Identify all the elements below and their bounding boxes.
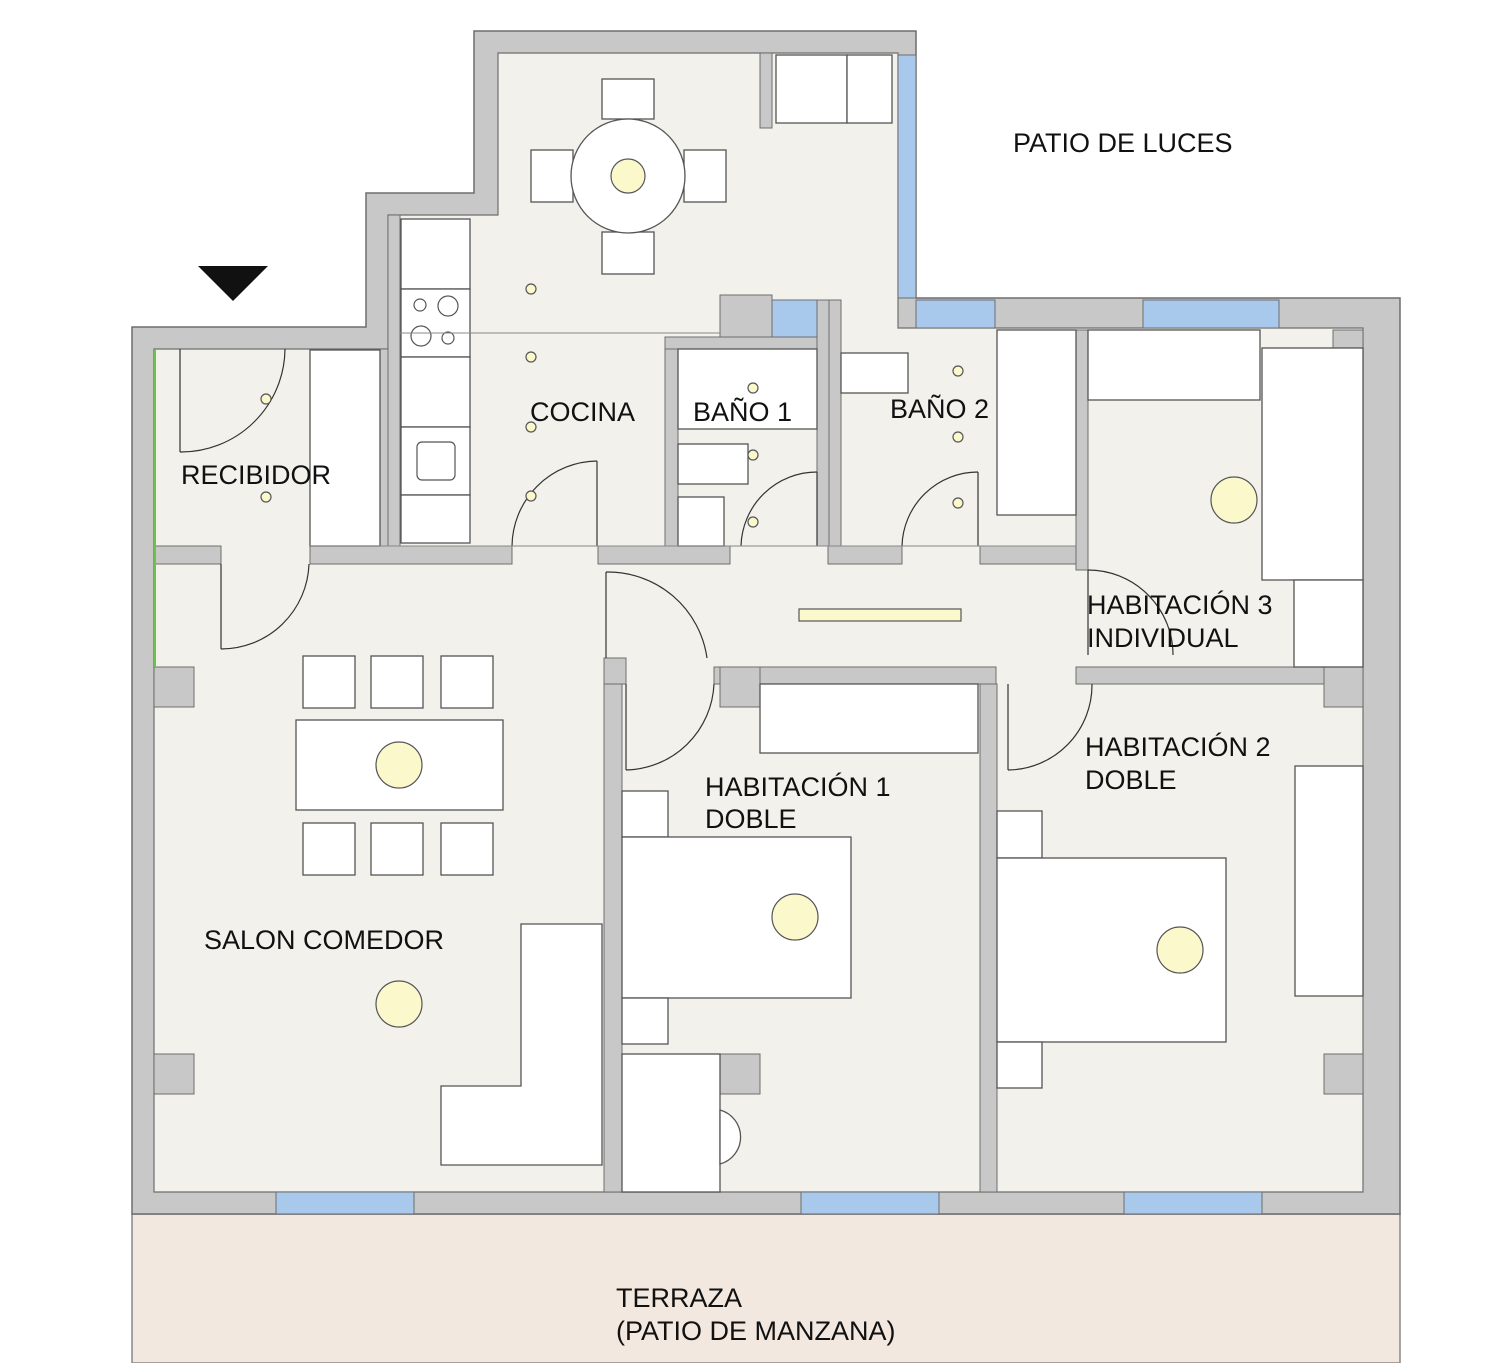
toilet (677, 496, 725, 547)
label-cocina: COCINA (530, 397, 635, 427)
label-hab3-type: INDIVIDUAL (1087, 623, 1239, 653)
window-hab1 (800, 1191, 940, 1215)
chair (302, 655, 356, 709)
window-patio-east (897, 54, 917, 299)
kitchen-counter (400, 356, 471, 428)
label-hab3-name: HABITACIÓN 3 (1087, 589, 1273, 620)
chair (601, 78, 655, 120)
nightstand (996, 810, 1043, 859)
desk (1293, 579, 1364, 668)
washbasin (677, 443, 749, 485)
desk (621, 1053, 721, 1193)
label-terraza: TERRAZA (616, 1283, 742, 1313)
label-hab1-type: DOBLE (705, 804, 797, 834)
chair (601, 231, 655, 275)
kitchen-counter (400, 218, 471, 290)
window-hab2 (1123, 1191, 1263, 1215)
ceiling-light-icon (952, 497, 964, 509)
doors (179, 348, 1174, 771)
nightstand (621, 790, 669, 838)
terrace-area (131, 1213, 1401, 1363)
ceiling-light-icon (771, 893, 819, 941)
ceiling-light-icon (375, 980, 423, 1028)
label-bano1: BAÑO 1 (693, 396, 792, 427)
kitchen-sink (400, 426, 471, 496)
wardrobe (1294, 765, 1364, 997)
nightstand (621, 997, 669, 1045)
chair (440, 655, 494, 709)
entrance-arrow-icon (198, 266, 268, 301)
wardrobe (1261, 347, 1364, 581)
cabinet (846, 54, 893, 124)
divider-lines (310, 332, 1076, 547)
label-terraza-sub: (PATIO DE MANZANA) (616, 1316, 896, 1346)
wardrobe (309, 349, 381, 547)
ceiling-light-icon (1156, 926, 1204, 974)
lights (260, 158, 1258, 1028)
chair (370, 655, 424, 709)
label-hab2-type: DOBLE (1085, 765, 1177, 795)
chair (440, 822, 494, 876)
bathtub (996, 329, 1077, 516)
label-salon: SALON COMEDOR (204, 925, 444, 955)
chair (683, 149, 727, 203)
ceiling-light-icon (260, 491, 272, 503)
ceiling-light-icon (525, 421, 537, 433)
sofa (440, 923, 603, 1166)
bed-single (1087, 329, 1261, 401)
kitchen-details (410, 295, 459, 481)
ceiling-light-icon (610, 158, 646, 194)
interior-walls (153, 52, 1364, 1193)
label-bano2: BAÑO 2 (890, 393, 989, 424)
chair (530, 149, 574, 203)
ceiling-light-icon (747, 516, 759, 528)
furniture (295, 54, 1364, 1193)
ceiling-light-icon (260, 393, 272, 405)
ceiling-light-icon (952, 365, 964, 377)
ceiling-light-icon (525, 490, 537, 502)
label-hab2-name: HABITACIÓN 2 (1085, 731, 1271, 762)
chair (302, 822, 356, 876)
chair (370, 822, 424, 876)
kitchen-counter (400, 494, 471, 544)
ceiling-light-icon (525, 283, 537, 295)
ceiling-light-icon (747, 382, 759, 394)
window-bano2 (915, 299, 996, 329)
wardrobe (759, 683, 979, 754)
label-recibidor: RECIBIDOR (181, 460, 331, 490)
windows (275, 54, 1280, 1215)
kitchen-hob (400, 288, 471, 358)
ceiling-light-icon (747, 449, 759, 461)
nightstand (996, 1041, 1043, 1089)
chair (719, 1109, 742, 1165)
ceiling-light-icon (525, 351, 537, 363)
window-hab3 (1142, 299, 1280, 329)
ceiling-light-icon (798, 608, 962, 622)
ceiling-light-icon (952, 431, 964, 443)
ceiling-light-icon (375, 741, 423, 789)
window-salon (275, 1191, 415, 1215)
ceiling-light-icon (1210, 476, 1258, 524)
cabinet (775, 54, 848, 124)
washbasin (840, 352, 909, 394)
label-hab1-name: HABITACIÓN 1 (705, 771, 891, 802)
label-patio-luces: PATIO DE LUCES (1013, 128, 1233, 158)
